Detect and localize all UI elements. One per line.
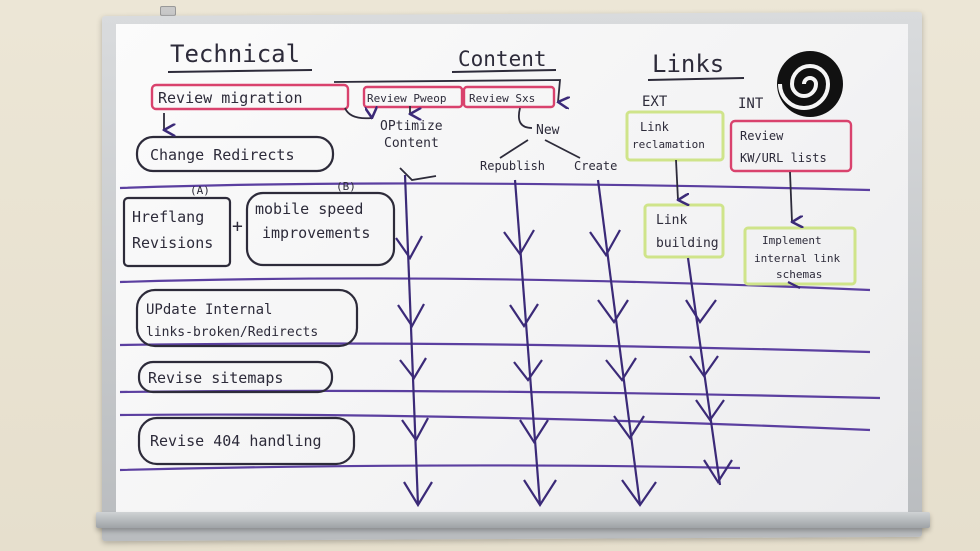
links-underline: [647, 77, 745, 81]
update-links-box: [135, 288, 359, 348]
implement-tail: [787, 281, 801, 289]
hreflang-box: [122, 196, 232, 268]
link-reclamation-box: [625, 110, 725, 162]
review-kw-box: [729, 119, 853, 173]
int-label: INT: [738, 96, 764, 112]
building-line1: Link: [656, 213, 687, 228]
mobile-speed-box: [245, 191, 396, 267]
review-sxs-text: Review Sxs: [469, 92, 535, 105]
reclamation-line2: reclamation: [632, 138, 705, 151]
workflow-arrows: [395, 174, 801, 508]
hreflang-line2: Revisions: [132, 234, 213, 252]
review-migration-box: [150, 83, 350, 111]
spiral-logo: [777, 51, 843, 117]
technical-underline: [167, 69, 313, 73]
mobile-label-b: (B): [336, 180, 356, 193]
marker-tray: [96, 512, 930, 528]
optimize-arrow: [403, 174, 420, 506]
lane-line: [119, 413, 871, 432]
lane-line: [119, 464, 741, 472]
optimize-line2: Content: [384, 136, 439, 151]
top-connector: [333, 79, 560, 102]
ext-label: EXT: [642, 94, 668, 110]
plus-sign: +: [232, 216, 243, 237]
change-redirects-box: [135, 135, 335, 173]
lane-line: [119, 342, 871, 354]
review-pweop-box: [362, 85, 464, 109]
new-to-republish: [499, 139, 529, 159]
lane-lines: [119, 182, 881, 472]
update-line1: UPdate Internal: [146, 302, 272, 318]
implement-line1: Implement: [762, 234, 822, 247]
links-heading: Links: [652, 50, 724, 78]
republish-arrow: [513, 179, 542, 506]
create-text: Create: [574, 159, 617, 173]
change-redirects-text: Change Redirects: [150, 146, 295, 164]
review-sxs-box: [462, 85, 556, 109]
revise-sitemaps-text: Revise sitemaps: [148, 369, 283, 387]
republish-text: Republish: [480, 159, 545, 173]
implement-line2: internal link: [754, 252, 840, 265]
new-text: New: [536, 123, 560, 138]
chevrons: [395, 229, 733, 508]
review-pweop-text: Review Pweop: [367, 92, 446, 105]
optimize-line1: OPtimize: [380, 119, 443, 134]
content-heading: Content: [458, 47, 547, 71]
reclamation-to-building: [675, 159, 678, 200]
revise-404-text: Revise 404 handling: [150, 432, 322, 450]
content-underline: [451, 69, 557, 73]
building-arrow: [686, 257, 722, 486]
mobile-line2: improvements: [262, 224, 370, 242]
arrow-sxs-new: [517, 107, 533, 129]
arrow-to-optimize: [344, 108, 372, 118]
revise-sitemaps-box: [137, 360, 334, 394]
update-line2: links-broken/Redirects: [146, 325, 318, 340]
create-arrow: [596, 179, 642, 506]
implement-line3: schemas: [776, 268, 822, 281]
technical-heading: Technical: [170, 40, 300, 68]
reclamation-line1: Link: [640, 120, 670, 134]
lane-line: [119, 182, 871, 192]
revise-404-box: [137, 416, 356, 466]
review-kw-line1: Review: [740, 129, 784, 143]
mobile-line1: mobile speed: [255, 200, 363, 218]
hreflang-line1: Hreflang: [132, 208, 204, 226]
review-to-implement: [789, 171, 792, 222]
optimize-to-lane: [399, 167, 437, 181]
building-line2: building: [656, 236, 719, 251]
review-migration-text: Review migration: [158, 89, 303, 107]
new-to-create: [544, 139, 581, 159]
review-kw-line2: KW/URL lists: [740, 151, 827, 165]
hreflang-label-a: (A): [190, 184, 210, 197]
